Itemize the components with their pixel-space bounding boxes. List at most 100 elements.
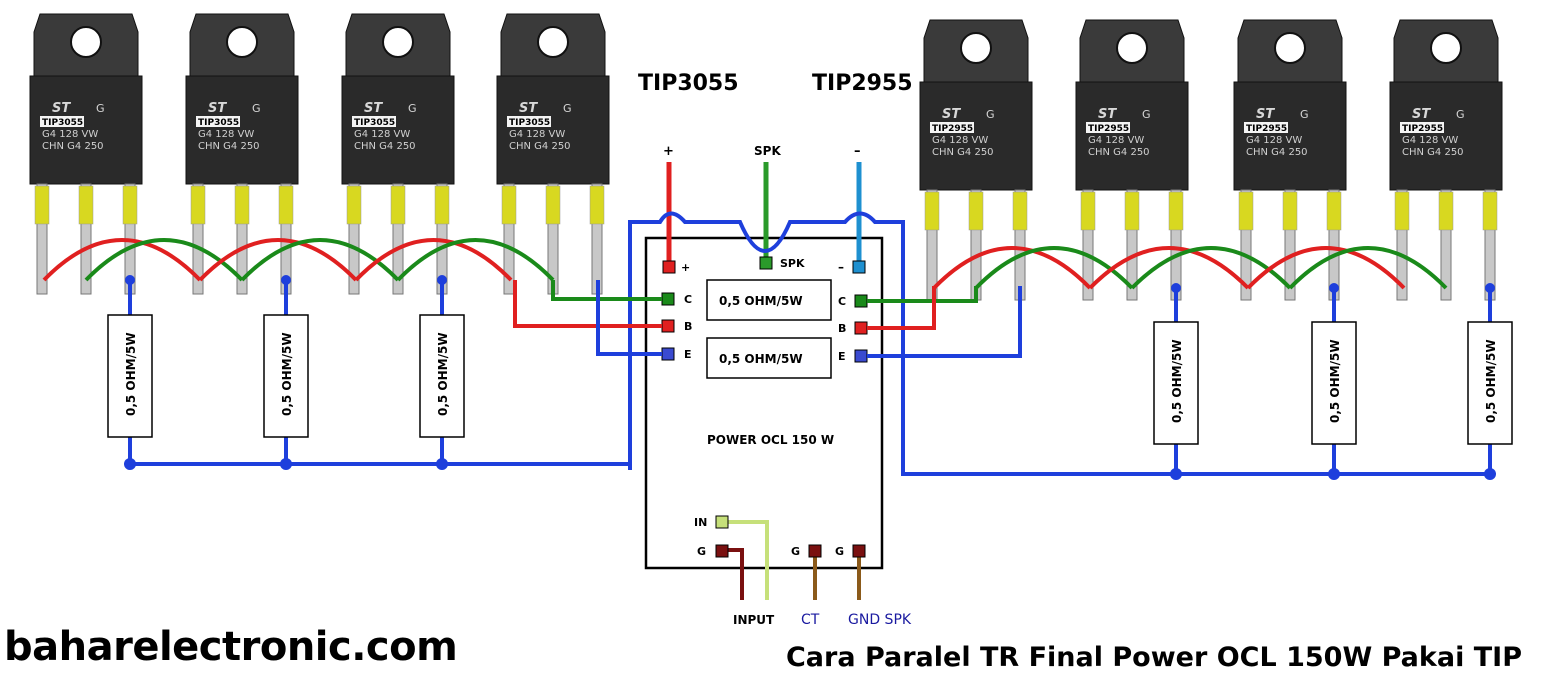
- st-logo-suffix: G: [986, 108, 995, 121]
- emitter-resistors: 0,5 OHM/5W 0,5 OHM/5W 0,5 OHM/5W 0,5 OHM/5W…: [107, 275, 1513, 480]
- emitter-node: [281, 275, 291, 285]
- part-number: TIP2955: [932, 124, 973, 134]
- pad-left-b-label: B: [684, 320, 692, 333]
- resistor-label: 0,5 OHM/5W: [124, 332, 138, 416]
- transistor-leg: [36, 183, 48, 295]
- board-link-wires: [129, 280, 1487, 476]
- st-logo-suffix: G: [252, 102, 261, 115]
- pad-minus-label: –: [838, 260, 844, 274]
- pad-g-ct: [808, 544, 822, 558]
- pad-g-ct-label: G: [791, 545, 800, 558]
- base-arc: [354, 238, 513, 282]
- mounting-hole: [382, 26, 414, 58]
- leg-tape: [1124, 191, 1140, 231]
- leg-tape: [1282, 191, 1298, 231]
- bus-node: [1328, 468, 1340, 480]
- left-collector-link: [551, 280, 662, 301]
- st-logo: ST: [364, 101, 383, 116]
- base-arc: [1088, 246, 1250, 290]
- mounting-hole: [960, 32, 992, 64]
- mounting-hole: [537, 26, 569, 58]
- transistor-leg: [1284, 189, 1296, 301]
- transistor-leg: [1082, 189, 1094, 301]
- emitter-node: [1329, 283, 1339, 293]
- spk-label-top: SPK: [754, 144, 781, 158]
- part-label-bg: [196, 116, 240, 127]
- npn-emitter-resistor-1: 0,5 OHM/5W: [107, 275, 153, 470]
- emitter-node: [1171, 283, 1181, 293]
- leg-tape: [1482, 191, 1498, 231]
- pad-in: [715, 515, 729, 529]
- part-code: CHN G4 250: [1246, 147, 1308, 158]
- leg-tape: [234, 185, 250, 225]
- pad-right-e-label: E: [838, 350, 846, 363]
- resistor-body: [419, 314, 465, 438]
- base-arc: [198, 238, 358, 282]
- leg-tape: [190, 185, 206, 225]
- pad-left-c-label: C: [684, 293, 692, 306]
- collector-arc: [396, 238, 555, 282]
- pad-right-e: [854, 349, 868, 363]
- st-logo-suffix: G: [1456, 108, 1465, 121]
- pnp-emitter-resistor-3: 0,5 OHM/5W: [1467, 283, 1513, 480]
- pad-g-input-label: G: [697, 545, 706, 558]
- pad-g-input: [715, 544, 729, 558]
- leg-tape: [346, 185, 362, 225]
- emitter-node: [125, 275, 135, 285]
- transistor-body: [1389, 81, 1503, 191]
- leg-tape: [434, 185, 450, 225]
- mounting-hole: [1116, 32, 1148, 64]
- board-resistor-1: [706, 279, 832, 321]
- part-code: G4 128 VW: [42, 129, 98, 140]
- st-logo-suffix: G: [1142, 108, 1151, 121]
- transistor-body: [29, 75, 143, 185]
- collector-arc: [974, 246, 1134, 290]
- base-arc: [42, 238, 202, 282]
- transistor-leg: [80, 183, 92, 295]
- st-logo: ST: [519, 101, 538, 116]
- resistor-label: 0,5 OHM/5W: [436, 332, 450, 416]
- npn-emitter-resistor-2: 0,5 OHM/5W: [263, 275, 309, 470]
- transistor-leg: [503, 183, 515, 295]
- leg-tape: [122, 185, 138, 225]
- input-wires: [722, 520, 861, 600]
- st-logo-suffix: G: [563, 102, 572, 115]
- part-code: G4 128 VW: [354, 129, 410, 140]
- right-collector-link: [867, 286, 978, 303]
- transistor-leg: [348, 183, 360, 295]
- emitter-node: [437, 275, 447, 285]
- part-number: TIP3055: [42, 118, 83, 128]
- part-code: CHN G4 250: [1088, 147, 1150, 158]
- bus-node: [280, 458, 292, 470]
- part-label-bg: [40, 116, 84, 127]
- npn-emitter-resistor-3: 0,5 OHM/5W: [419, 275, 465, 470]
- npn-group-label: TIP3055: [638, 71, 739, 96]
- board-resistor-2: [706, 337, 832, 379]
- part-code: G4 128 VW: [198, 129, 254, 140]
- leg-tape: [34, 185, 50, 225]
- input-ground-wire: [722, 548, 744, 600]
- transistor-body: [1075, 81, 1189, 191]
- part-code: G4 128 VW: [1088, 135, 1144, 146]
- pad-right-c: [854, 294, 868, 308]
- part-label-bg: [930, 122, 974, 133]
- st-logo: ST: [52, 101, 71, 116]
- bus-node: [436, 458, 448, 470]
- leg-tape: [968, 191, 984, 231]
- resistor-body: [263, 314, 309, 438]
- pad-right-b-label: B: [838, 322, 846, 335]
- part-code: CHN G4 250: [1402, 147, 1464, 158]
- transistor-leg: [392, 183, 404, 295]
- transistor-leg: [1240, 189, 1252, 301]
- part-number: TIP3055: [509, 118, 550, 128]
- right-emitter-link: [867, 286, 1022, 358]
- pad-minus: [852, 260, 866, 274]
- part-label-bg: [1244, 122, 1288, 133]
- leg-tape: [78, 185, 94, 225]
- part-label-bg: [1400, 122, 1444, 133]
- transistor-leg: [192, 183, 204, 295]
